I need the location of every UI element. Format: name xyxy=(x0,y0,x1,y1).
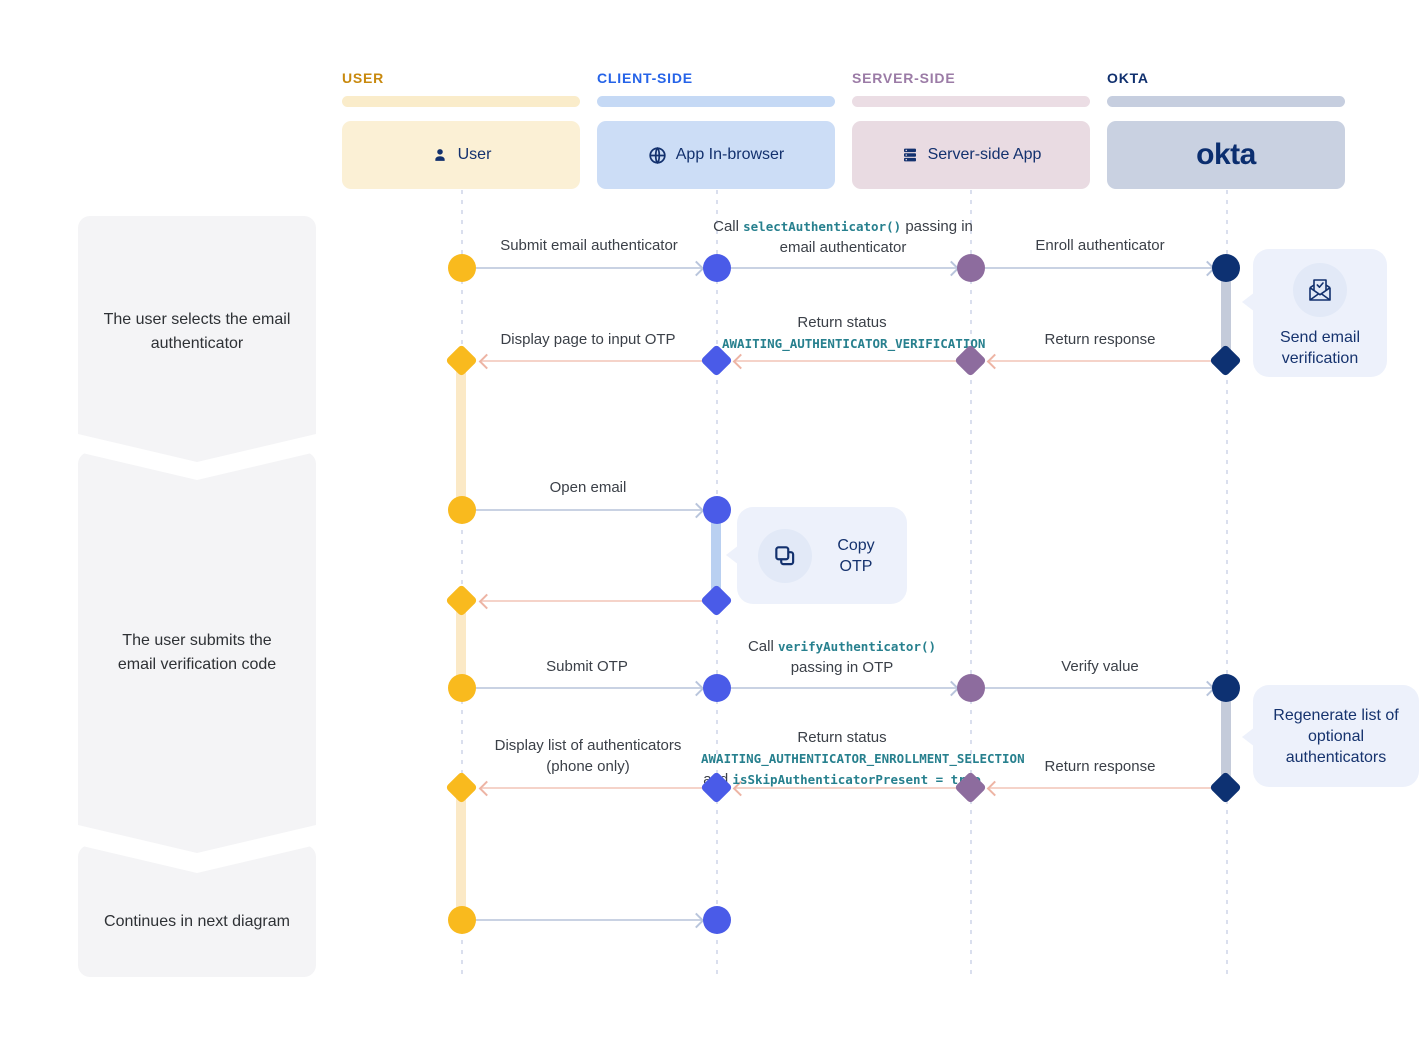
lane-box-label: User xyxy=(457,146,492,163)
person-icon xyxy=(431,146,449,164)
stage-panel-2: The user submits the email verification … xyxy=(78,452,316,853)
arrowhead-icon xyxy=(478,780,495,797)
stage-panel-3: Continues in next diagram xyxy=(78,845,316,977)
return-arrow xyxy=(480,600,703,602)
node-diamond-okta xyxy=(1209,771,1242,804)
lane-bar-client xyxy=(597,96,835,107)
activation-bar-user xyxy=(456,601,466,688)
lane-bar-okta xyxy=(1107,96,1345,107)
node-circle-client xyxy=(703,496,731,524)
lane-box-user: User xyxy=(342,121,580,189)
lane-header-okta: OKTA xyxy=(1107,70,1149,86)
lane-header-client: CLIENT-SIDE xyxy=(597,70,693,86)
lane-box-okta: okta xyxy=(1107,121,1345,189)
activation-bar-okta xyxy=(1221,688,1231,788)
callout-text: Copy OTP xyxy=(837,536,875,575)
node-circle-server xyxy=(957,674,985,702)
message-label-display-list-authenticators: Display list of authenticators (phone on… xyxy=(494,737,682,775)
message-label-call-selectauthenticator: Call selectAuthenticator() passing in em… xyxy=(713,218,973,256)
arrowhead-icon xyxy=(478,593,495,610)
node-diamond-client xyxy=(700,584,733,617)
message-arrow xyxy=(476,919,702,921)
stage-text: Continues in next diagram xyxy=(104,913,290,930)
node-circle-okta xyxy=(1212,674,1240,702)
message-label-return-status-enrollment-selection: Return status AWAITING_AUTHENTICATOR_ENR… xyxy=(701,729,1025,788)
message-arrow xyxy=(476,267,702,269)
lane-header-server: SERVER-SIDE xyxy=(852,70,956,86)
lane-box-client: App In-browser xyxy=(597,121,835,189)
okta-logo: okta xyxy=(1196,138,1256,171)
arrowhead-icon xyxy=(986,353,1003,370)
message-label-return-status-awaiting-verification: Return status AWAITING_AUTHENTICATOR_VER… xyxy=(722,314,986,351)
message-label-display-page-input-otp: Display page to input OTP xyxy=(500,331,676,348)
lane-bar-server xyxy=(852,96,1090,107)
callout-copy-otp: Copy OTP xyxy=(726,507,907,604)
message-arrow xyxy=(731,267,957,269)
lane-box-label: App In-browser xyxy=(675,146,785,163)
return-arrow xyxy=(480,360,703,362)
return-arrow xyxy=(480,787,703,789)
stage-panel-1: The user selects the email authenticator xyxy=(78,216,316,462)
arrowhead-icon xyxy=(986,780,1003,797)
arrowhead-icon xyxy=(688,502,705,519)
globe-icon xyxy=(648,146,667,165)
message-arrow xyxy=(985,687,1213,689)
email-verification-icon xyxy=(1293,263,1347,317)
message-label-enroll-authenticator: Enroll authenticator xyxy=(1035,237,1165,254)
callout-text: Regenerate list of optional authenticato… xyxy=(1273,706,1399,766)
activation-bar-client xyxy=(711,510,721,601)
return-arrow xyxy=(988,360,1211,362)
node-diamond-okta xyxy=(1209,344,1242,377)
lane-bar-user xyxy=(342,96,580,107)
node-diamond-user xyxy=(445,771,478,804)
callout-send-email-verification: Send email verification xyxy=(1242,249,1387,377)
lifeline-server xyxy=(970,190,972,980)
message-label-call-verifyauthenticator: Call verifyAuthenticator() passing in OT… xyxy=(747,638,937,676)
return-arrow xyxy=(988,787,1211,789)
stage-text: The user selects the email authenticator xyxy=(103,311,291,352)
node-circle-user xyxy=(448,906,476,934)
copy-icon xyxy=(758,528,812,583)
activation-bar-user xyxy=(456,788,466,920)
arrowhead-icon xyxy=(732,353,749,370)
return-arrow xyxy=(734,360,957,362)
node-circle-client xyxy=(703,254,731,282)
node-diamond-user xyxy=(445,584,478,617)
message-label-submit-otp: Submit OTP xyxy=(546,658,628,675)
node-circle-user xyxy=(448,496,476,524)
message-label-return-response: Return response xyxy=(1044,331,1156,348)
node-circle-server xyxy=(957,254,985,282)
callout-tail xyxy=(726,545,739,565)
activation-bar-user xyxy=(456,361,466,510)
node-circle-user xyxy=(448,674,476,702)
node-circle-client xyxy=(703,674,731,702)
lane-header-user: USER xyxy=(342,70,385,86)
arrowhead-icon xyxy=(688,260,705,277)
activation-bar-okta xyxy=(1221,268,1231,361)
stage-text: The user submits the email verification … xyxy=(117,631,277,673)
message-label-open-email: Open email xyxy=(549,479,627,496)
message-arrow xyxy=(985,267,1213,269)
lane-box-server: Server-side App xyxy=(852,121,1090,189)
node-circle-okta xyxy=(1212,254,1240,282)
server-icon xyxy=(901,146,919,164)
lifeline-okta xyxy=(1226,190,1228,980)
callout-text: Send email verification xyxy=(1279,329,1361,367)
callout-regenerate-authenticators: Regenerate list of optional authenticato… xyxy=(1242,685,1419,787)
callout-tail xyxy=(1242,292,1255,312)
lane-box-label: Server-side App xyxy=(927,146,1042,163)
message-arrow xyxy=(476,687,702,689)
arrowhead-icon xyxy=(688,680,705,697)
arrowhead-icon xyxy=(478,353,495,370)
message-arrow xyxy=(731,687,957,689)
node-circle-client xyxy=(703,906,731,934)
message-label-return-response: Return response xyxy=(1044,758,1156,775)
message-arrow xyxy=(476,509,702,511)
callout-tail xyxy=(1242,727,1255,747)
message-label-submit-email-authenticator: Submit email authenticator xyxy=(500,237,678,254)
node-circle-user xyxy=(448,254,476,282)
message-label-verify-value: Verify value xyxy=(1061,658,1139,675)
arrowhead-icon xyxy=(688,912,705,929)
return-arrow xyxy=(734,787,957,789)
